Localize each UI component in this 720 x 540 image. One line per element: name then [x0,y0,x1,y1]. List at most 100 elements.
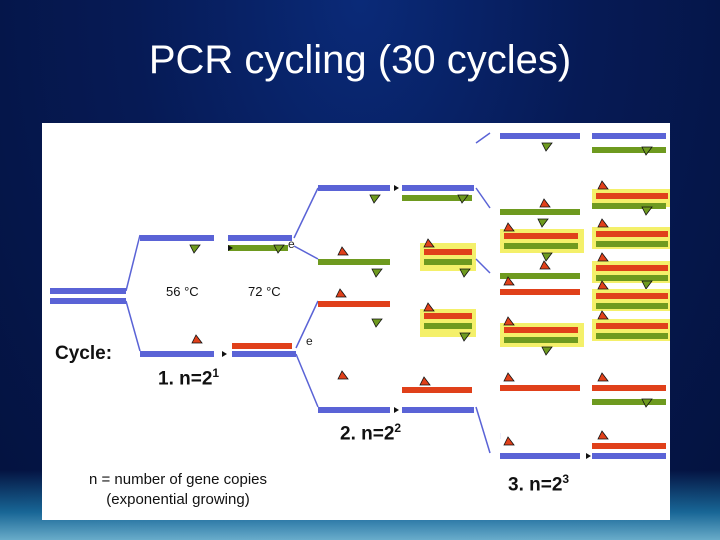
primer-flag [504,437,514,445]
primer-flag-outline [459,332,471,342]
branch-connector [295,353,319,408]
reverse-copy [596,323,668,329]
branch-connector [293,245,319,260]
stage-1-text: 1. n=2 [158,368,213,390]
arrow-head [586,453,591,459]
extension-temperature-label: 72 °C [248,284,281,299]
primer-flag [598,311,608,319]
primer-flag [424,239,434,247]
template-strand [500,453,580,459]
primer-flag [540,199,550,207]
reverse-copy [596,231,668,237]
primer-flag-outline [537,218,549,228]
primer-flag-outline [597,180,609,190]
primer-flag [642,147,652,155]
primer-flag [372,269,382,277]
edge-mark-top: e [288,237,295,251]
pcr-strand-diagram [50,132,670,459]
stage-3-text: 3. n=2 [508,474,563,496]
arrow-head [394,185,399,191]
primer-flag [460,269,470,277]
primer-flag-outline [423,302,435,312]
primer-flag-outline [503,222,515,232]
arrow-head [228,245,233,251]
branch-connector [293,187,319,239]
forward-copy [592,203,666,209]
template-strand [318,185,390,191]
primer-flag-outline [641,206,653,216]
forward-copy [504,337,578,343]
primer-flag-outline [597,430,609,440]
reverse-copy [232,343,292,349]
primer-flag-outline [541,252,553,262]
primer-flag-outline [457,194,469,204]
template-strand [500,133,580,139]
primer-flag-outline [335,288,347,298]
primer-flag [642,399,652,407]
primer-flag [598,181,608,189]
primer-flag-outline [541,346,553,356]
primer-flag-outline [541,142,553,152]
primer-flag-outline [503,276,515,286]
stage-3-label: 3. n=23 [508,472,569,496]
highlight-box [420,243,476,271]
template-strand-bottom [50,298,126,304]
reverse-copy [424,249,472,255]
primer-flag [642,207,652,215]
primer-flag-outline [423,238,435,248]
primer-flag-outline [597,310,609,320]
reverse-copy [504,327,578,333]
primer-flag [542,347,552,355]
edge-mark-bottom: e [306,334,313,348]
template-strand [228,235,292,241]
reverse-copy [596,193,668,199]
primer-flag [424,303,434,311]
forward-copy [424,259,472,265]
stage-1-label: 1. n=21 [158,366,219,390]
template-strand [232,351,296,357]
primer-flag [460,333,470,341]
forward-copy [500,273,580,279]
primer-flag [504,223,514,231]
primer-flag-outline [419,376,431,386]
primer-flag-outline [597,218,609,228]
stage-3-exponent: 3 [562,472,570,486]
branch-connector [475,187,491,209]
primer-flag [598,219,608,227]
branch-connector [475,132,491,144]
forward-copy [592,147,666,153]
template-strand-top [50,288,126,294]
branch-connector [125,300,141,352]
primer-flag [192,335,202,343]
template-strand [592,133,666,139]
primer-flag-outline [337,246,349,256]
annealing-temperature-label: 56 °C [166,284,199,299]
note-line-1: n = number of gene copies [88,471,268,488]
template-strand [318,407,390,413]
primer-flag-outline [459,268,471,278]
reverse-copy [592,443,666,449]
branch-connector [125,234,141,292]
primer-flag-outline [597,372,609,382]
highlight-box [500,323,584,347]
primer-flag-outline [369,194,381,204]
forward-copy [318,259,390,265]
primer-flag [598,253,608,261]
primer-flag-outline [641,398,653,408]
forward-copy [228,245,288,251]
primer-flag-outline [337,370,349,380]
primer-flag [458,195,468,203]
stage-2-label: 2. n=22 [340,421,401,445]
primer-flag [540,261,550,269]
primer-flag [598,281,608,289]
forward-copy [402,195,472,201]
reverse-copy [592,385,666,391]
primer-flag [598,431,608,439]
forward-copy [592,399,666,405]
primer-flag-outline [189,244,201,254]
forward-copy [596,333,668,339]
reverse-copy [424,313,472,319]
primer-flag [542,253,552,261]
primer-flag [336,289,346,297]
pcr-diagram: 56 °C 72 °C e e Cycle: 1. n=21 2. n=22 3… [42,123,670,520]
